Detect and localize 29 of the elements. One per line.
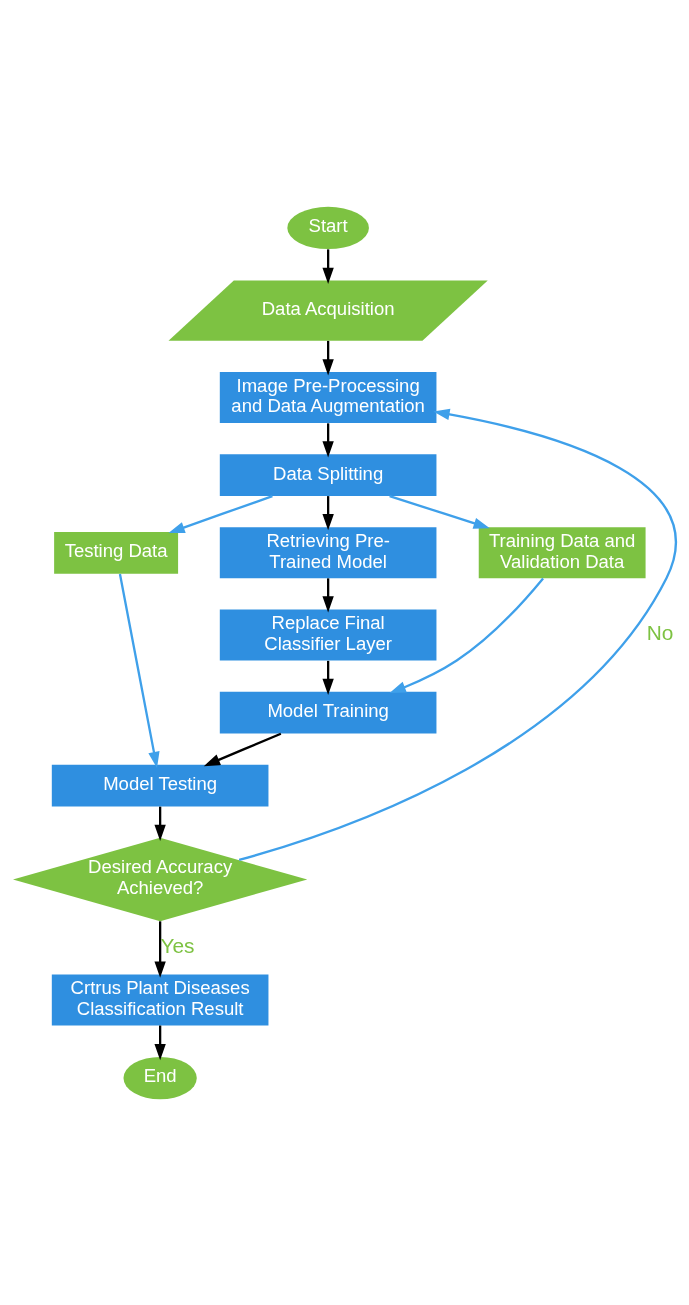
arrow — [389, 494, 490, 529]
edge-label: No — [646, 620, 674, 644]
arrow — [322, 495, 334, 530]
node-box: Retrieving Pre- Trained Model — [219, 526, 437, 578]
arrow — [322, 660, 334, 695]
node-ellipse: End — [123, 1056, 197, 1099]
node-diamond: Desired Accuracy Achieved? — [13, 837, 308, 921]
arrow — [154, 920, 166, 978]
arrow — [322, 577, 334, 613]
edge-label: Yes — [160, 933, 195, 957]
node-box: Model Testing — [51, 764, 269, 806]
arrow — [389, 577, 544, 693]
arrow — [322, 248, 334, 284]
arrow — [154, 806, 166, 841]
arrow — [203, 732, 282, 766]
arrow — [168, 494, 273, 533]
node-box: Model Training — [219, 691, 437, 733]
node-box: Replace Final Classifier Layer — [219, 609, 437, 661]
arrow — [322, 340, 334, 375]
arrow — [154, 1025, 166, 1060]
arrow — [322, 422, 334, 458]
node-box: Testing Data — [54, 531, 179, 574]
node-box: Image Pre-Processing and Data Augmentation — [219, 371, 437, 423]
node-ellipse: Start — [287, 206, 369, 249]
node-box: Crtrus Plant Diseases Classification Result — [51, 974, 269, 1025]
arrow — [238, 408, 677, 861]
arrow — [118, 573, 160, 768]
node-box: Data Splitting — [219, 453, 437, 496]
node-box: Training Data and Validation Data — [478, 526, 646, 578]
